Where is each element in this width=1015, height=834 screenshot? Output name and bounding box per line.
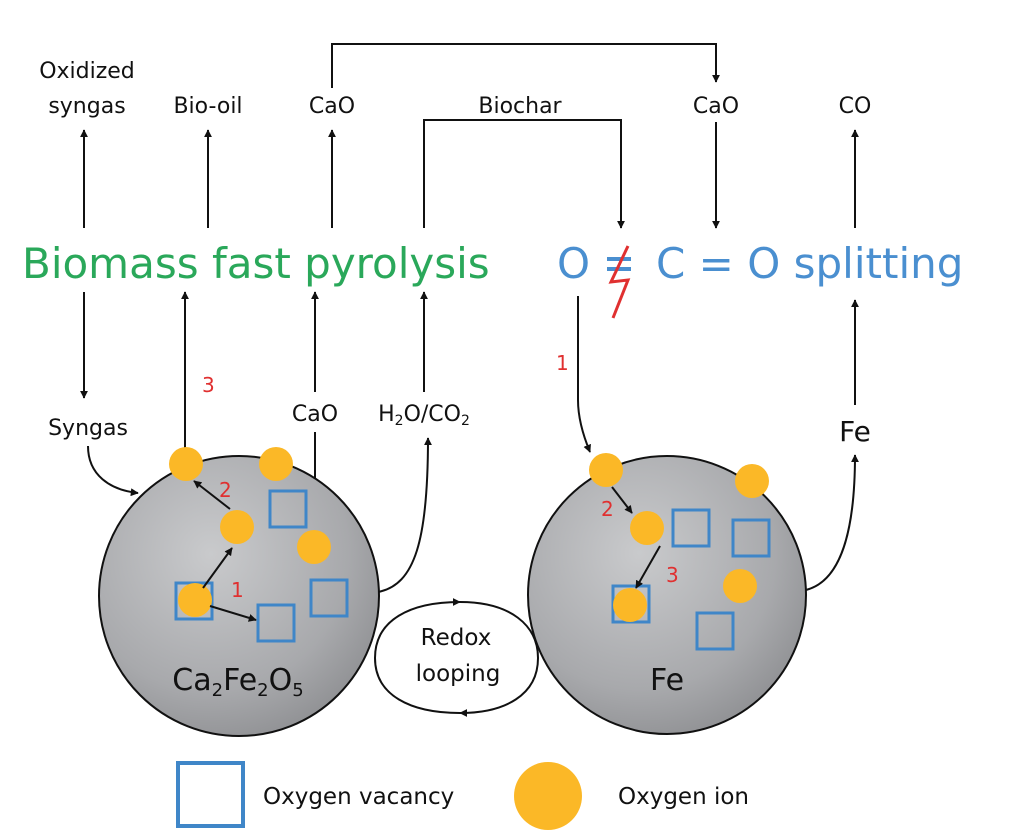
oxygen-ion-dot <box>297 530 331 564</box>
oxygen-ion-dot <box>220 510 254 544</box>
arrow-o-to-particle <box>577 296 591 453</box>
step-number-left-3: 3 <box>202 373 215 397</box>
oxygen-ion-dot <box>178 583 212 617</box>
oxygen-ion-dot <box>613 588 647 622</box>
oxidized-syngas-label-line2: syngas <box>48 94 125 119</box>
step-number-right-2: 2 <box>601 497 614 521</box>
oxygen-vacancy-square <box>671 508 711 548</box>
cao-input-label: CaO <box>292 402 338 427</box>
oxygen-ion-dot <box>723 569 757 603</box>
legend-vacancy-label: Oxygen vacancy <box>263 784 454 810</box>
arrow-syngas-into-particle <box>87 445 139 497</box>
biochar-label: Biochar <box>478 94 562 119</box>
co-output-label: CO <box>839 94 872 119</box>
fe-output-label: Fe <box>839 415 871 448</box>
h2o-co2-label: H2O/CO2 <box>378 402 470 429</box>
oxygen-vacancy-square <box>268 489 308 529</box>
redox-looping-cycle: Redox looping <box>374 598 540 717</box>
redox-label-line2: looping <box>416 661 501 687</box>
bio-oil-label: Bio-oil <box>173 94 242 119</box>
oxidized-syngas-label-line1: Oxidized <box>39 59 135 84</box>
legend: Oxygen vacancy Oxygen ion <box>176 761 749 830</box>
oxygen-ion-dot <box>259 447 293 481</box>
oxygen-ion-dot <box>169 447 203 481</box>
step-number-left-2: 2 <box>219 478 232 502</box>
legend-ion-icon <box>514 762 582 830</box>
broken-bond-symbol <box>607 245 631 319</box>
step-number-left-1: 1 <box>231 578 244 602</box>
syngas-label: Syngas <box>48 416 128 441</box>
pyrolysis-title: Biomass fast pyrolysis <box>22 239 490 288</box>
particle-ca2fe2o5: 2 1 Ca2Fe2O5 <box>98 447 380 737</box>
redox-label-line1: Redox <box>421 625 492 651</box>
step-number-right-1: 1 <box>556 351 569 375</box>
oxygen-vacancy-square <box>309 578 349 618</box>
legend-ion-label: Oxygen ion <box>618 784 749 810</box>
cao-output-pyrolysis-label: CaO <box>309 94 355 119</box>
particle-formula-label: Ca2Fe2O5 <box>172 663 303 701</box>
particle-fe-label: Fe <box>650 663 684 698</box>
arrow-particle-to-h2o-co2 <box>377 437 432 593</box>
arrow-biochar <box>423 119 625 229</box>
cao-input-splitting-label: CaO <box>693 94 739 119</box>
oxygen-ion-dot <box>589 453 623 487</box>
oxygen-vacancy-square <box>174 581 214 621</box>
oxygen-vacancy-square <box>695 611 735 651</box>
arrow-cao-recycle <box>331 43 720 88</box>
oxygen-vacancy-square <box>731 518 771 558</box>
oxygen-vacancy-square <box>611 584 651 624</box>
oxygen-vacancy-square <box>256 603 296 643</box>
particle-fe: 2 3 Fe <box>527 453 807 735</box>
splitting-title-rest: C = O splitting <box>656 239 963 288</box>
step-number-right-3: 3 <box>666 563 679 587</box>
legend-vacancy-icon <box>176 761 245 828</box>
arrow-particle-to-fe <box>805 454 859 591</box>
oxygen-ion-dot <box>735 464 769 498</box>
splitting-title-o: O <box>557 239 590 288</box>
oxygen-ion-dot <box>630 511 664 545</box>
